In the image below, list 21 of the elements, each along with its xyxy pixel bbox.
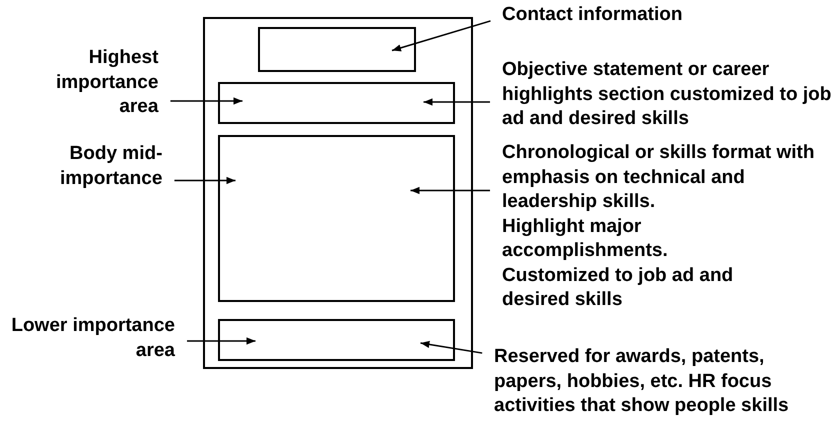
- arrow: [174, 176, 236, 184]
- annotation-text: Contact information: [502, 3, 742, 28]
- arrow: [170, 97, 242, 105]
- annotation-text: Highlight major accomplishments.: [502, 214, 669, 263]
- arrow: [392, 20, 491, 52]
- annotation-text: Objective statement or career highlights section customized to job ad and desired skills: [502, 58, 834, 132]
- annotation-text: Body mid-importance: [60, 142, 162, 191]
- page-outline: [203, 17, 473, 369]
- arrow: [410, 186, 490, 194]
- annotation-text: Customized to job ad and desired skills: [502, 264, 734, 312]
- annotation-text: Reserved for awards, patents, papers, hobbies, etc. HR focus activities that show people skills: [494, 345, 806, 418]
- arrow: [187, 337, 256, 345]
- annotation-text: Chronological or skills format with emphasis on technical and leadership skills.: [502, 141, 816, 214]
- section-box: [258, 27, 416, 72]
- annotation-text: Lower importance area: [0, 314, 175, 363]
- arrow: [424, 98, 490, 106]
- arrow: [420, 340, 482, 354]
- section-box: [218, 82, 455, 124]
- annotation-text: Highest importance area: [56, 46, 158, 120]
- section-box: [218, 319, 455, 361]
- section-box: [218, 135, 455, 302]
